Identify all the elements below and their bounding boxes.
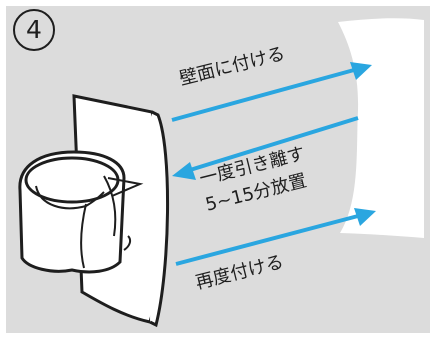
arrow-peel [172, 116, 359, 180]
arrow-attach [171, 62, 372, 122]
step-number-badge: 4 [13, 9, 55, 51]
wall-surface [338, 18, 424, 239]
arrow-reattach [175, 208, 376, 266]
